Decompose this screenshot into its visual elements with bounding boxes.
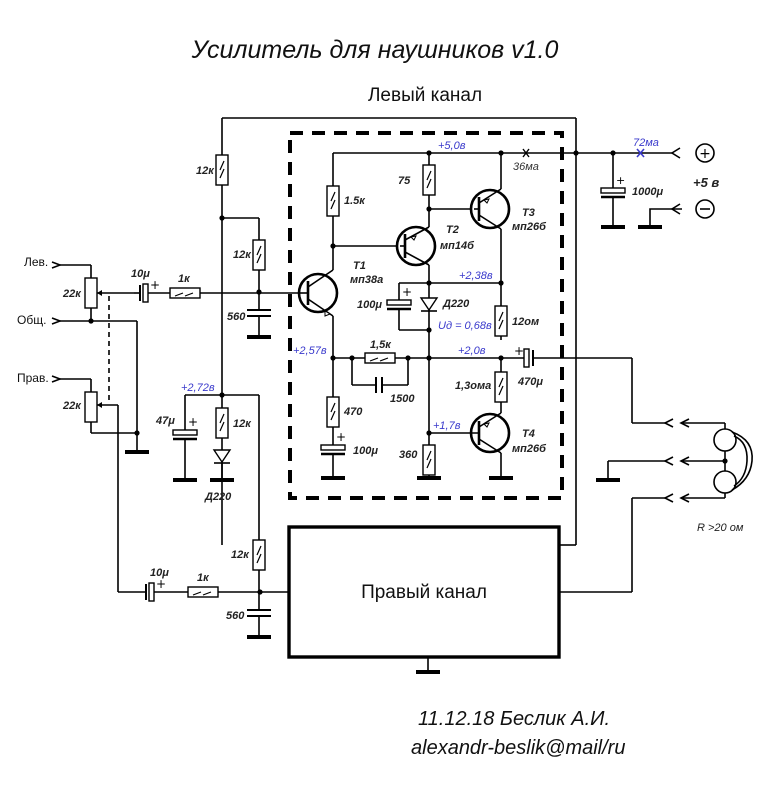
svg-text:+: + xyxy=(402,285,412,299)
bias-diode-block: + xyxy=(386,280,504,333)
svg-text:+: + xyxy=(336,430,346,444)
label-pot-right: 22к xyxy=(62,400,82,412)
label-r-12om: 12ом xyxy=(512,316,539,328)
reference-branch: + xyxy=(172,392,271,639)
feedback-network: + xyxy=(330,344,665,424)
voltage-1-7: +1,7в xyxy=(433,420,461,432)
supply-voltage-label: +5 в xyxy=(693,175,719,190)
label-r-fb: 1,5к xyxy=(370,339,392,351)
label-r-bias-right: 12к xyxy=(231,549,250,561)
emitter-network: + xyxy=(320,396,346,480)
headphones-icon xyxy=(713,423,753,498)
label-t1-type: мп38а xyxy=(350,274,383,286)
svg-text:+: + xyxy=(150,278,160,292)
label-r-1-3om: 1,3ома xyxy=(455,380,491,392)
label-r-1-5k: 1.5к xyxy=(344,195,366,207)
label-r-360: 360 xyxy=(399,449,418,461)
left-channel-boundary xyxy=(288,131,564,500)
label-t1-name: T1 xyxy=(353,260,366,272)
right-channel-ground xyxy=(416,657,440,674)
label-c-in-right: 10μ xyxy=(150,567,169,579)
label-t2-type: мп14б xyxy=(440,240,475,252)
label-d-bias: Д220 xyxy=(442,298,470,310)
transistor-t3 xyxy=(469,153,511,340)
label-r-bias-left: 12к xyxy=(233,249,252,261)
label-t4-type: мп26б xyxy=(512,443,547,455)
plus-terminal-connector xyxy=(670,147,681,159)
plus-circle-icon[interactable] xyxy=(695,143,715,163)
right-channel-output-wire xyxy=(559,497,665,593)
svg-text:+: + xyxy=(188,415,198,429)
label-r-bias-top: 12к xyxy=(196,165,215,177)
label-t3-type: мп26б xyxy=(512,221,547,233)
plus-sign: + xyxy=(699,146,711,162)
input-right-label: Прав. xyxy=(17,371,49,385)
transistor-t4 xyxy=(417,412,513,480)
label-c-1000u: 1000μ xyxy=(632,186,663,198)
footer-date-author: 11.12.18 Беслик А.И. xyxy=(418,708,610,730)
voltage-2-57: +2,57в xyxy=(293,345,327,357)
input-common-label: Общ. xyxy=(17,313,46,327)
label-t2-name: T2 xyxy=(446,224,459,236)
label-c-in-left: 10μ xyxy=(131,268,150,280)
input-left-label: Лев. xyxy=(24,255,48,269)
resistor-1-5k xyxy=(326,185,400,270)
voltage-2-0: +2,0в xyxy=(458,345,486,357)
transistor-t1 xyxy=(297,269,339,397)
resistor-1-3om xyxy=(494,358,508,413)
current-72ma: 72ма xyxy=(633,137,659,149)
left-channel-heading: Левый канал xyxy=(368,85,482,106)
capacitor-1000u: + xyxy=(600,153,626,229)
resistor-75 xyxy=(422,153,474,227)
label-c-100u-a: 100μ xyxy=(357,299,382,311)
label-c-560-right: 560 xyxy=(226,610,245,622)
current-meter-36ma xyxy=(522,148,530,158)
label-c-47u: 47μ xyxy=(155,415,175,427)
headphone-impedance: R >20 ом xyxy=(697,522,744,534)
label-r-470: 470 xyxy=(343,406,363,418)
voltage-2-38: +2,38в xyxy=(459,270,493,282)
svg-text:+: + xyxy=(156,577,166,591)
minus-terminal-connector xyxy=(670,203,681,215)
svg-text:+: + xyxy=(514,344,524,358)
voltage-ud: Uд = 0,68в xyxy=(438,320,492,332)
headphone-jack xyxy=(596,418,725,503)
label-r-75: 75 xyxy=(398,175,411,187)
label-c-560-left: 560 xyxy=(227,311,246,323)
input-connectors: + + xyxy=(51,261,300,602)
right-channel-label: Правый канал xyxy=(361,582,487,603)
current-36ma: 36ма xyxy=(513,161,539,173)
label-r-in-left: 1к xyxy=(178,273,191,285)
bias-divider xyxy=(215,118,271,545)
label-pot-left: 22к xyxy=(62,288,82,300)
minus-circle-icon[interactable] xyxy=(695,199,715,219)
label-c-fb: 1500 xyxy=(390,393,415,405)
label-r-ref: 12к xyxy=(233,418,252,430)
label-c-100u-b: 100μ xyxy=(353,445,378,457)
schematic-title: Усилитель для наушников v1.0 xyxy=(191,36,559,64)
transistor-t2 xyxy=(395,225,437,455)
label-d-ref: Д220 xyxy=(204,491,232,503)
svg-text:+: + xyxy=(616,174,625,187)
resistor-12om xyxy=(494,305,508,337)
current-meter-72ma xyxy=(636,148,645,158)
supply-rail xyxy=(222,117,672,546)
voltage-5-0: +5,0в xyxy=(438,140,466,152)
footer-email[interactable]: alexandr-beslik@mail/ru xyxy=(411,737,625,759)
label-t4-name: T4 xyxy=(522,428,535,440)
label-r-in-right: 1к xyxy=(197,572,210,584)
label-t3-name: T3 xyxy=(522,207,535,219)
voltage-2-72: +2,72в xyxy=(181,382,215,394)
label-c-out: 470μ xyxy=(517,376,543,388)
